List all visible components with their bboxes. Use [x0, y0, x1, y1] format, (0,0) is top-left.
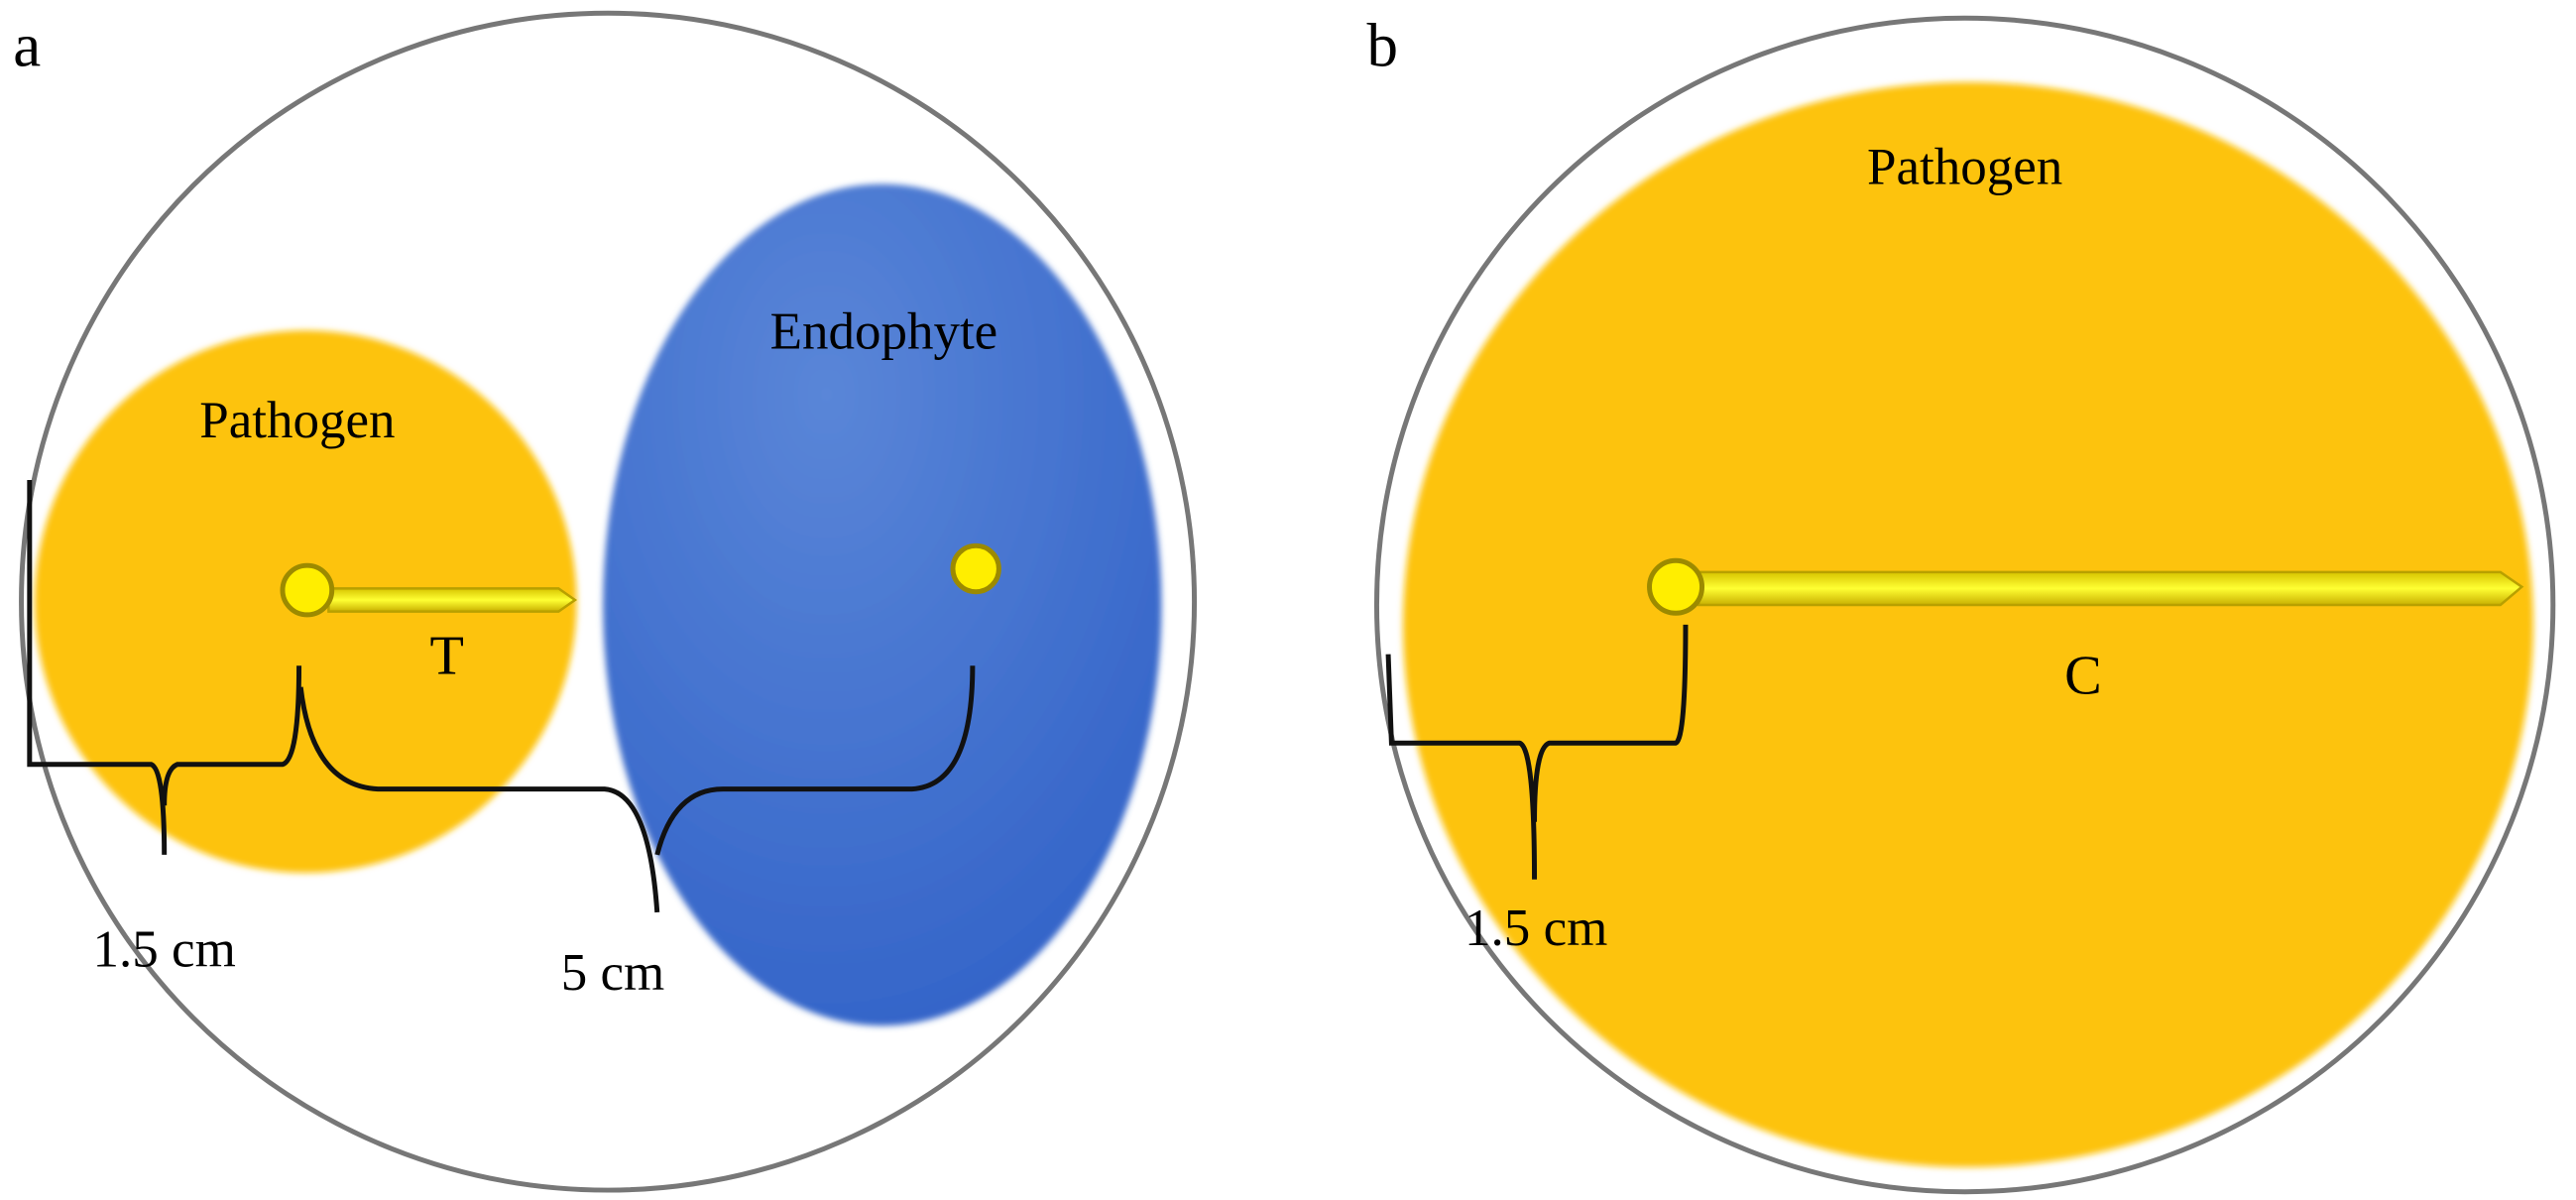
pathogen-label-a: Pathogen: [199, 392, 395, 449]
brace-1-5cm-b: [1385, 624, 1689, 880]
growth-arrow-b: [1697, 570, 2524, 607]
panel-a-label: a: [13, 10, 41, 79]
panel-b-label: b: [1367, 10, 1398, 79]
pathogen-plug-b: [1647, 557, 1705, 616]
growth-label-t: T: [429, 626, 463, 687]
panel-a: a Pathogen Endophyte T 1.5 cm 5 cm: [13, 10, 1198, 1193]
panel-b: b Pathogen C 1.5 cm: [1367, 10, 2556, 1195]
brace-1-5cm-a: [27, 480, 302, 855]
growth-label-c: C: [2064, 645, 2102, 706]
pathogen-label-b: Pathogen: [1867, 139, 2062, 196]
distance-label-1-5cm-a: 1.5 cm: [93, 921, 236, 979]
growth-arrow-a: [327, 587, 578, 613]
brace-5cm: [297, 665, 976, 913]
endophyte-colony: [603, 183, 1162, 1026]
endophyte-plug: [950, 542, 1001, 595]
distance-label-5cm: 5 cm: [561, 944, 665, 1002]
pathogen-plug-a: [280, 562, 335, 618]
endophyte-label: Endophyte: [770, 302, 998, 360]
distance-label-1-5cm-b: 1.5 cm: [1464, 900, 1607, 957]
pathogen-colony-b: [1402, 81, 2533, 1167]
